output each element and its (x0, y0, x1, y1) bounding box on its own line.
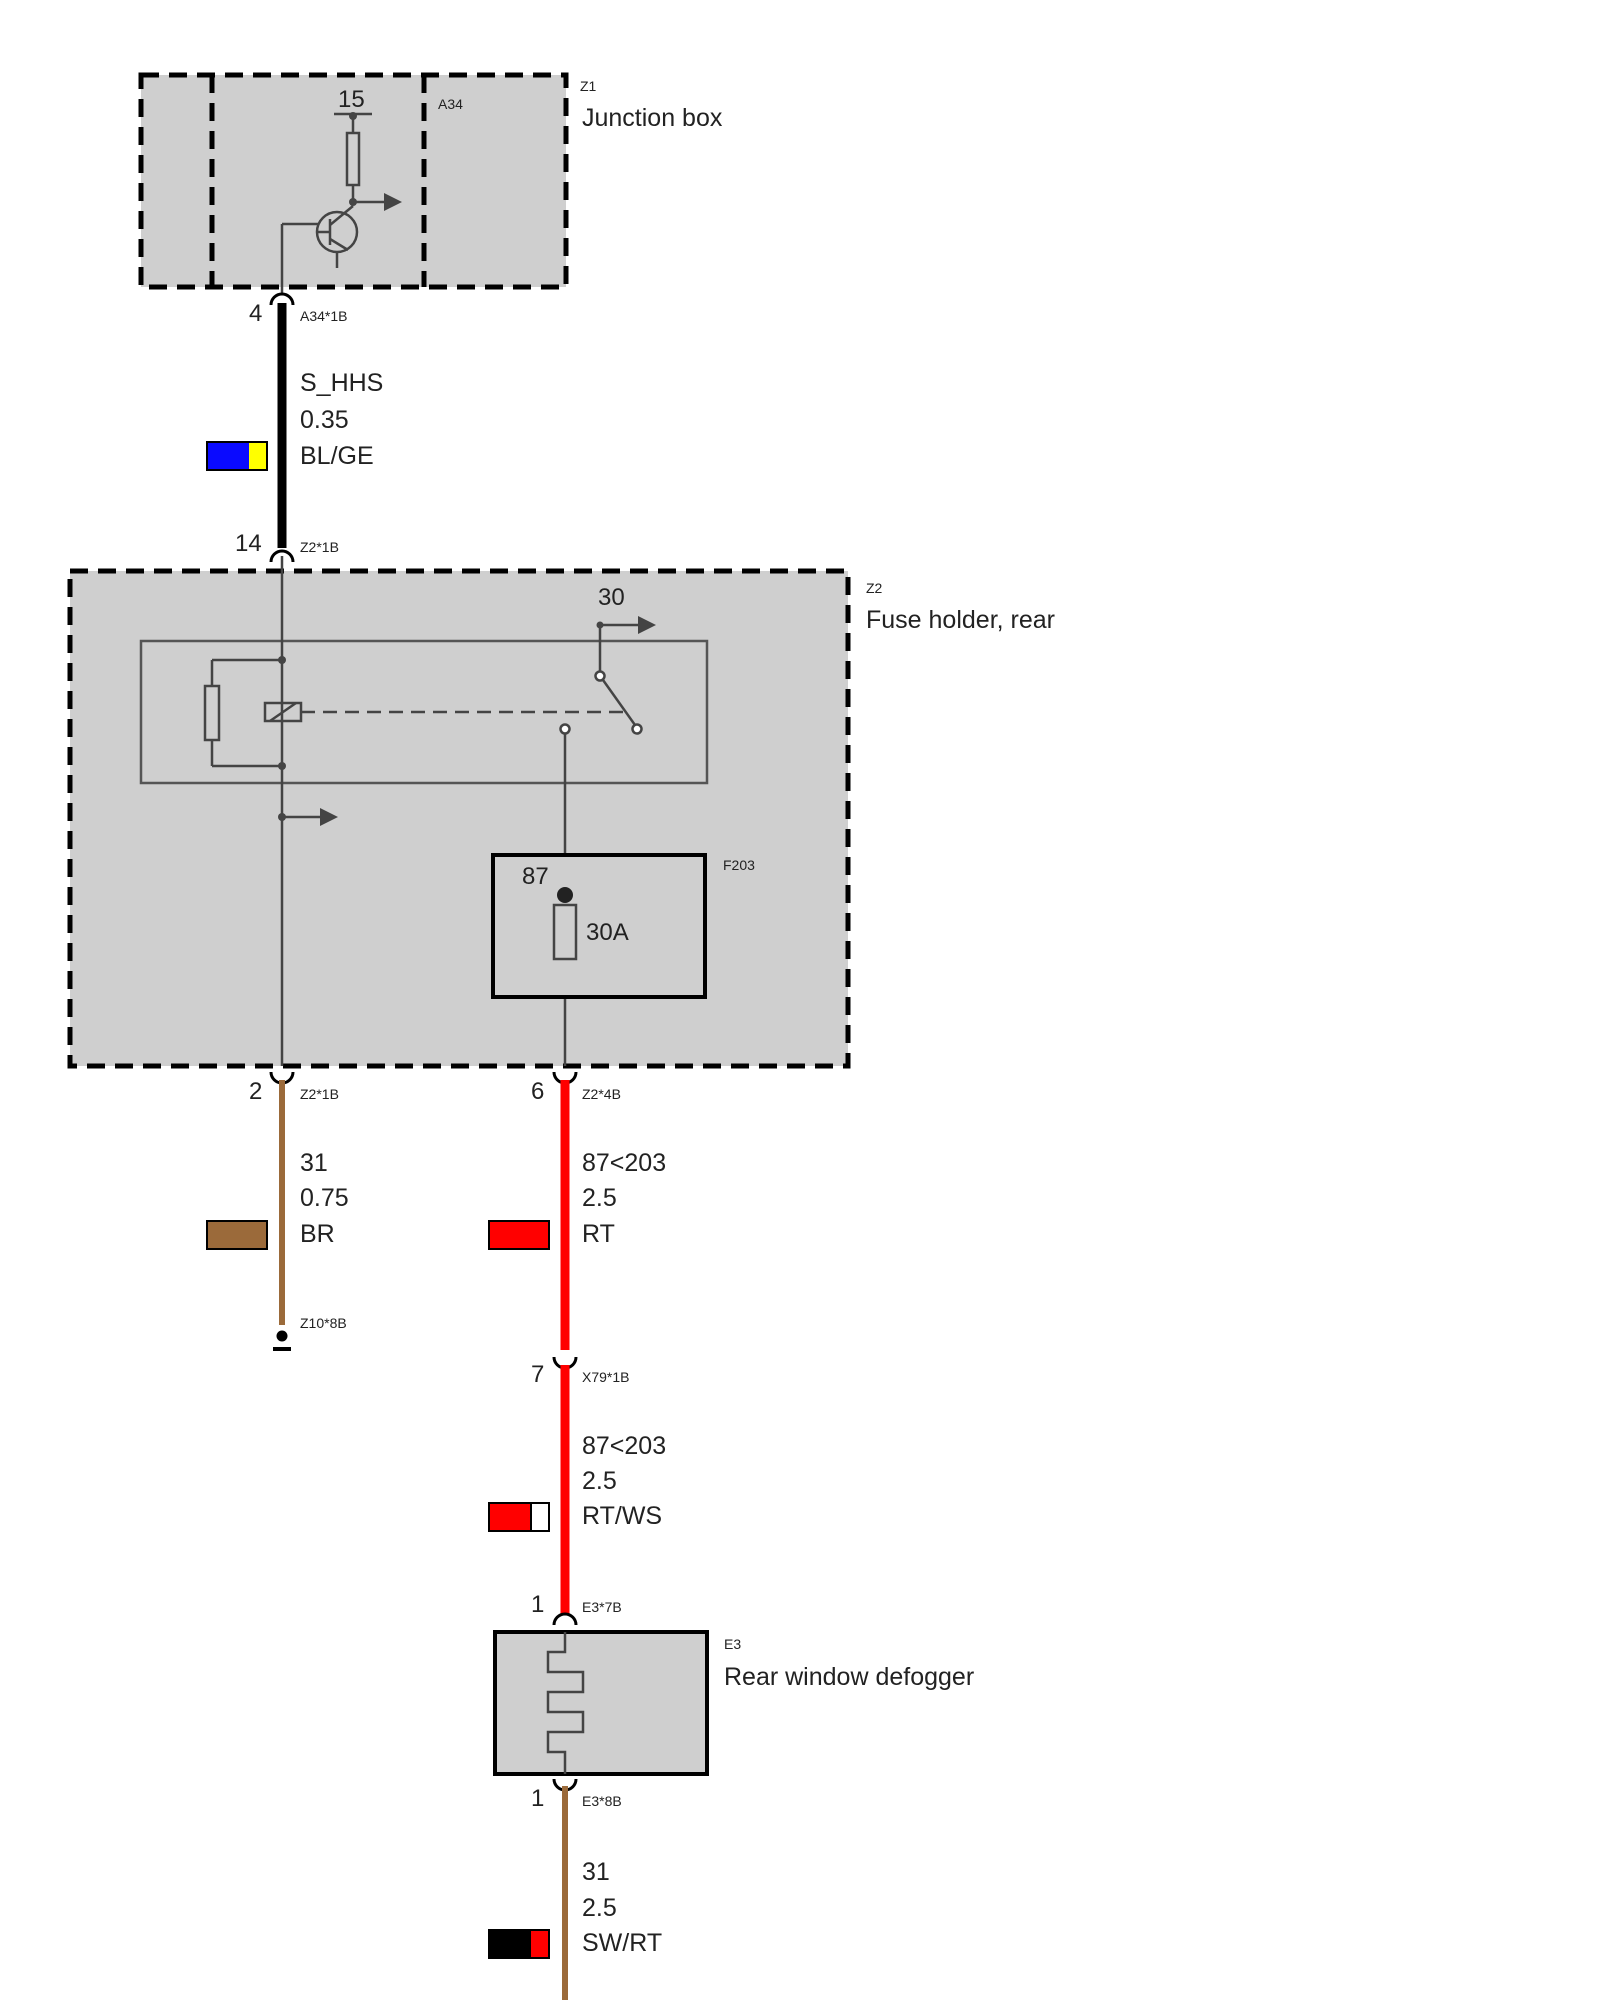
fuse-id: F203 (723, 857, 755, 873)
connector-a34-pin: 4 (249, 300, 262, 327)
fuse-holder-name: Fuse holder, rear (866, 606, 1055, 634)
terminal-30-arrow-icon (638, 616, 656, 634)
wire-ground-sw-rt-signal: 31 (582, 1858, 610, 1886)
wire-s-hhs-color-code: BL/GE (300, 442, 374, 470)
wire-ground-br-swatch (206, 1220, 268, 1250)
terminal-15-label: 15 (338, 86, 365, 113)
wire-s-hhs-gauge: 0.35 (300, 406, 349, 434)
junction-box-id: Z1 (580, 78, 597, 94)
fuse-rating: 30A (586, 919, 629, 946)
wire-s-hhs-swatch (206, 441, 268, 471)
connector-z2-out-ground-pin: 2 (249, 1078, 262, 1105)
connector-z2-out-power-code: Z2*4B (582, 1086, 621, 1102)
connector-e3-out-pin: 1 (531, 1785, 544, 1812)
wire-ground-sw-rt-swatch (488, 1929, 550, 1959)
rear-window-defogger: E3 Rear window defogger (493, 1630, 974, 1776)
relay-outline (139, 639, 709, 785)
fuse-f203-box (491, 853, 707, 999)
wire-power-rt-swatch (488, 1220, 550, 1250)
terminal-30-label: 30 (598, 584, 625, 611)
fuse-holder-outline (67, 568, 851, 1069)
connector-z2-out-power-pin: 6 (531, 1078, 544, 1105)
wire-ground-sw-rt-color-code: SW/RT (582, 1929, 662, 1957)
wire-ground-br-color-code: BR (300, 1220, 335, 1248)
connector-e3-in-pin: 1 (531, 1591, 544, 1618)
fuse-holder-id: Z2 (866, 580, 883, 596)
fuse-terminal-87: 87 (522, 863, 549, 890)
transistor-icon (280, 112, 402, 295)
connector-x79-code: X79*1B (582, 1369, 629, 1385)
fuse-holder: Z2 Fuse holder, rear 30 F203 87 (67, 549, 1055, 1069)
ground-connector-code: Z10*8B (300, 1315, 347, 1331)
relay-contact-common-icon (594, 670, 606, 682)
junction-box-name: Junction box (582, 104, 723, 132)
connector-e3-out-code: E3*8B (582, 1793, 622, 1809)
connector-z2-out-ground-code: Z2*1B (300, 1086, 339, 1102)
connector-z2-in-code: Z2*1B (300, 539, 339, 555)
connector-e3-in-code: E3*7B (582, 1599, 622, 1615)
connector-e3-in-icon (552, 1612, 578, 1626)
connector-x79-pin: 7 (531, 1361, 544, 1388)
wire-power-rt-ws-signal: 87<203 (582, 1432, 666, 1460)
defogger-name: Rear window defogger (724, 1663, 974, 1691)
connector-z2-in-pin: 14 (235, 530, 262, 557)
heating-element-icon (546, 1632, 585, 1774)
wire-power-rt-gauge: 2.5 (582, 1184, 617, 1212)
coil-output-arrow-icon (320, 808, 338, 826)
fuse-icon (552, 903, 578, 961)
wire-power-rt-ws-swatch (488, 1502, 550, 1532)
wire-power-rt-ws-gauge: 2.5 (582, 1467, 617, 1495)
connector-a34-icon (269, 292, 295, 306)
wire-s-hhs-signal: S_HHS (300, 369, 383, 397)
wire-ground-br-signal: 31 (300, 1149, 328, 1177)
wire-power-rt-color-code: RT (582, 1220, 615, 1248)
wire-ground-br-gauge: 0.75 (300, 1184, 349, 1212)
wire-power-rt-signal: 87<203 (582, 1149, 666, 1177)
module-a34-label: A34 (438, 96, 463, 112)
connector-a34-code: A34*1B (300, 308, 347, 324)
junction-box: Z1 Junction box A34 15 (138, 72, 723, 295)
wire-ground-sw-rt-gauge: 2.5 (582, 1894, 617, 1922)
defogger-box (493, 1630, 709, 1776)
wire-power-rt-ws-color-code: RT/WS (582, 1502, 662, 1530)
connector-z2-in-icon (269, 549, 295, 563)
relay-switch-icon (601, 679, 637, 726)
relay-contact-87-icon (559, 723, 571, 735)
ground-icon (273, 1330, 291, 1351)
defogger-id: E3 (724, 1636, 741, 1652)
output-arrow-icon (384, 193, 402, 211)
